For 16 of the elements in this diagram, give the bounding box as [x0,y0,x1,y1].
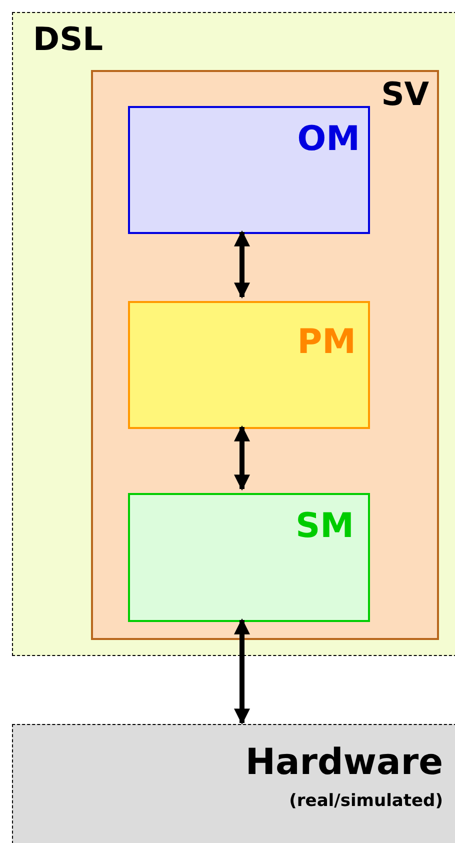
box-subtitle: (real/simulated) [289,793,443,810]
pm-box [128,301,370,429]
box-title: Hardware [245,745,443,781]
box-title: SV [381,78,429,110]
sm-box [128,493,370,622]
hardware-box [12,724,455,843]
box-title: PM [297,325,356,359]
om-box [128,106,370,234]
sv-container [91,70,439,640]
double-arrow [234,425,250,491]
box-title: DSL [33,23,103,55]
double-arrow [234,618,250,725]
box-title: OM [297,122,360,156]
dsl-container [12,12,455,656]
double-arrow [234,230,250,299]
box-title: SM [296,509,354,543]
